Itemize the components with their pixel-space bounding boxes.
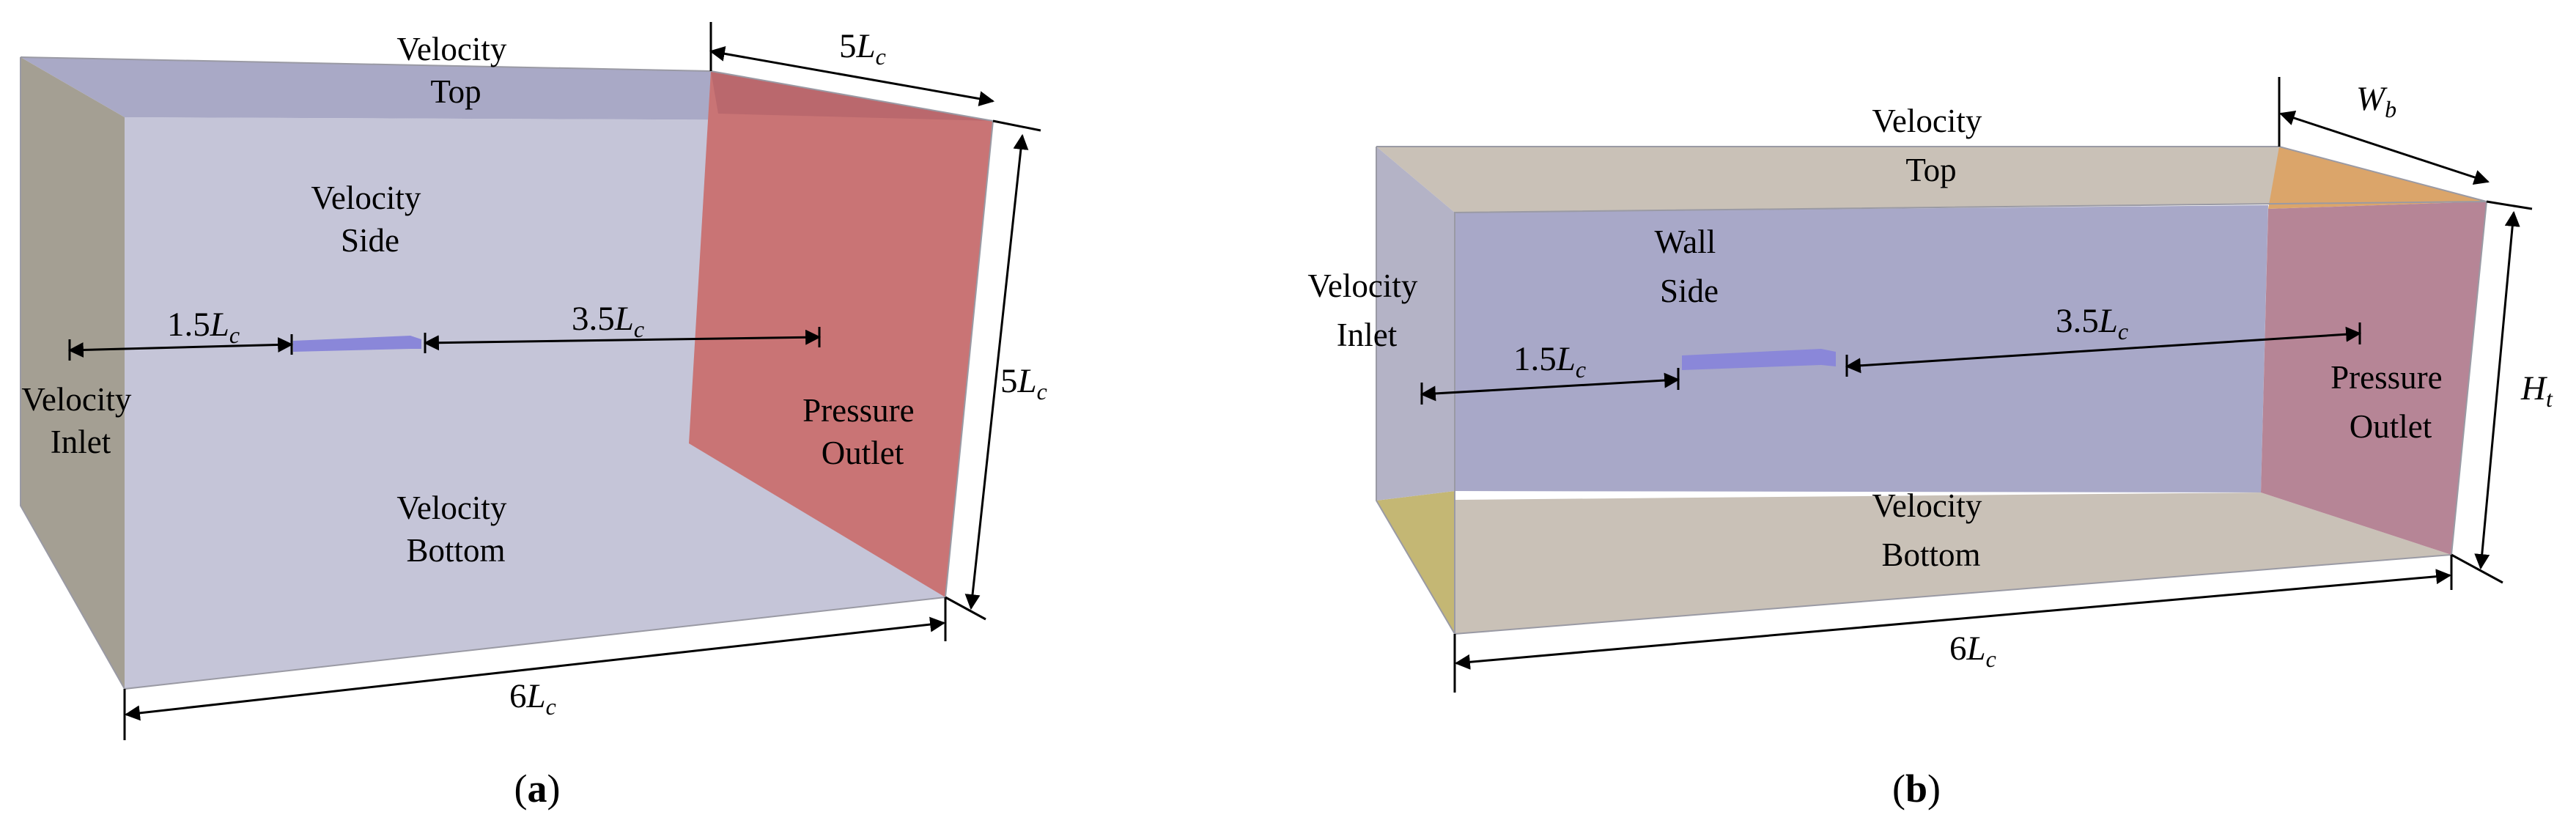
a-label-side: Velocity Side [311,180,429,259]
b-dim-height-right-line [2474,210,2520,570]
a-pressure-outlet-face [689,71,993,597]
a-dim-height-right-ext [945,596,986,621]
b-inner-edges [1454,201,2487,634]
b-dim-height-right-label: Ht [2520,369,2553,412]
a-dim-downstream-line [423,329,822,351]
a-dim-width-top-line [709,45,995,107]
a-label-outlet: Pressure Outlet [802,392,923,471]
b-caption: (b) [1892,767,1941,811]
a-dim-height-right-label: 5Lc [1000,362,1047,405]
b-label-top: Velocity Top [1872,103,1990,188]
b-bottom-inlet-corner [1376,491,1455,634]
b-dim-width-top-label: Wb [2356,80,2396,122]
a-dim-width-top-label: 5Lc [839,27,886,70]
a-label-bottom: Velocity Bottom [396,490,514,569]
a-dim-upstream-line [67,337,294,358]
b-swimmer-body [1682,349,1836,370]
b-dim-width-top-ext2 [2486,200,2533,210]
b-wall-side-face [1455,205,2268,492]
b-label-bottom: Velocity Bottom [1872,487,1990,573]
panel-b: Wb Ht 6Lc 1.5Lc 3.5Lc Velocity [1307,77,2553,811]
b-top-outlet-corner [2268,147,2487,209]
a-dim-upstream-label: 1.5Lc [167,306,240,348]
b-dim-height-right-ext [2451,553,2503,584]
a-dim-length-bottom-label: 6Lc [509,677,556,720]
a-label-inlet: Velocity Inlet [21,381,139,460]
b-dim-width-top-line [2279,110,2490,185]
b-label-inlet: Velocity Inlet [1307,267,1425,353]
a-label-top: Velocity Top [396,31,514,110]
a-velocity-inlet-face [21,57,125,689]
b-dim-upstream-line [1420,372,1680,402]
a-caption: (a) [514,767,561,811]
b-dim-length-bottom-line [1454,569,2452,670]
b-label-side: Wall Side [1654,224,1724,309]
a-swimmer-body [293,336,421,352]
a-dim-width-top-ext2 [992,119,1041,132]
a-dim-downstream-label: 3.5Lc [572,300,644,342]
a-dim-height-right-line [964,133,1029,610]
b-dim-upstream-label: 1.5Lc [1513,340,1586,383]
b-label-outlet: Pressure Outlet [2330,359,2451,445]
b-pressure-outlet-face [2261,202,2487,555]
b-velocity-inlet-face [1376,147,1455,501]
b-dim-length-bottom-label: 6Lc [1949,630,1996,672]
panel-a: 5Lc 5Lc 6Lc 1.5Lc 3.5Lc Velocity [20,22,1047,811]
b-dim-downstream-label: 3.5Lc [2056,302,2128,344]
b-velocity-top-face [1376,147,2487,213]
b-dim-downstream-line [1845,326,2362,374]
a-dim-length-bottom-line [124,616,946,721]
